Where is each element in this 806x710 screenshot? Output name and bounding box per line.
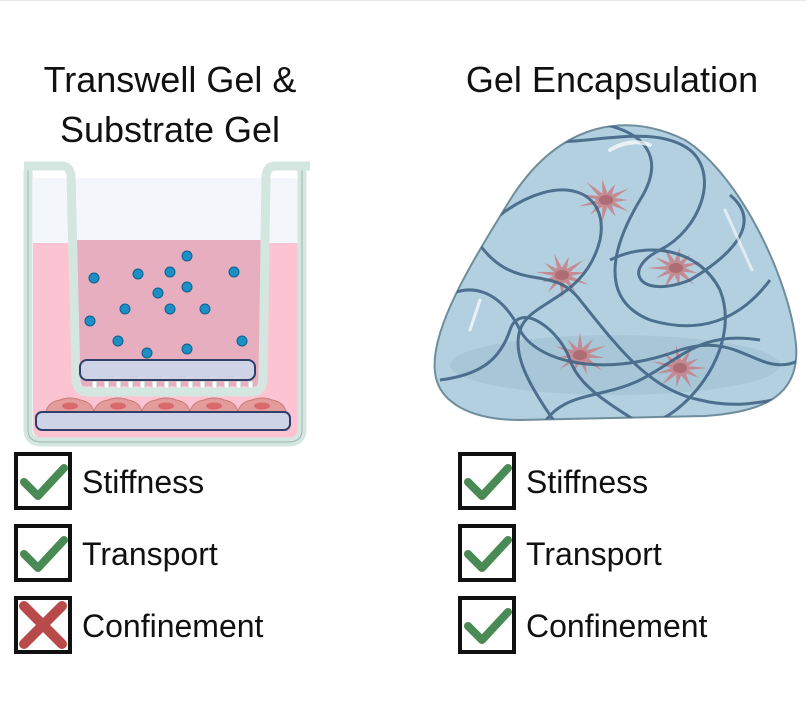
particle <box>112 335 124 347</box>
right-panel-criterion-stiffness: Stiffness <box>458 452 648 510</box>
right-panel-criterion-confinement: Confinement <box>458 596 708 654</box>
particle <box>228 266 240 278</box>
left-panel-criterion-transport: Transport <box>14 524 218 582</box>
cross-icon <box>19 601 67 649</box>
particle <box>132 268 144 280</box>
insert-wall <box>24 161 310 397</box>
transwell-gel <box>79 359 256 381</box>
particles <box>84 250 248 359</box>
particle <box>152 287 164 299</box>
check-icon <box>464 536 512 572</box>
criterion-label: Transport <box>82 536 218 572</box>
check-icon <box>464 464 512 500</box>
particle <box>199 303 211 315</box>
particle <box>84 315 96 327</box>
check-icon <box>20 464 68 500</box>
criterion-label: Stiffness <box>526 464 648 500</box>
particle <box>164 303 176 315</box>
criterion-label: Confinement <box>82 608 264 644</box>
cell-nucleus <box>573 350 587 360</box>
cell-nucleus <box>110 402 126 410</box>
particle <box>181 250 193 262</box>
cell-nucleus <box>669 263 683 273</box>
gel-highlight <box>608 140 652 152</box>
gel-encapsulation-illustration <box>433 124 798 422</box>
cell-nucleus <box>555 270 569 280</box>
monolayer-cells <box>45 397 287 413</box>
check-icon <box>20 536 68 572</box>
cell-nucleus <box>62 402 78 410</box>
particle <box>181 281 193 293</box>
criterion-label: Stiffness <box>82 464 204 500</box>
left-title-line1: Transwell Gel & <box>44 59 297 100</box>
left-panel-criterion-confinement: Confinement <box>14 596 264 654</box>
substrate-gel <box>35 411 291 431</box>
gel-fibers <box>439 125 797 420</box>
right-title: Gel Encapsulation <box>466 59 758 100</box>
particle <box>119 303 131 315</box>
check-icon <box>464 608 512 644</box>
cell-nucleus <box>599 195 613 205</box>
right-panel-criterion-transport: Transport <box>458 524 662 582</box>
criterion-label: Confinement <box>526 608 708 644</box>
cell-nucleus <box>254 402 270 410</box>
left-title-line2: Substrate Gel <box>60 109 280 150</box>
criterion-label: Transport <box>526 536 662 572</box>
cell-nucleus <box>673 363 687 373</box>
transwell-illustration <box>23 161 310 447</box>
cell-nucleus <box>206 402 222 410</box>
particle <box>88 272 100 284</box>
particle <box>181 343 193 355</box>
particle <box>236 335 248 347</box>
particle <box>164 266 176 278</box>
top-divider <box>0 0 806 1</box>
particle <box>141 347 153 359</box>
cell-nucleus <box>158 402 174 410</box>
left-panel-criterion-stiffness: Stiffness <box>14 452 204 510</box>
